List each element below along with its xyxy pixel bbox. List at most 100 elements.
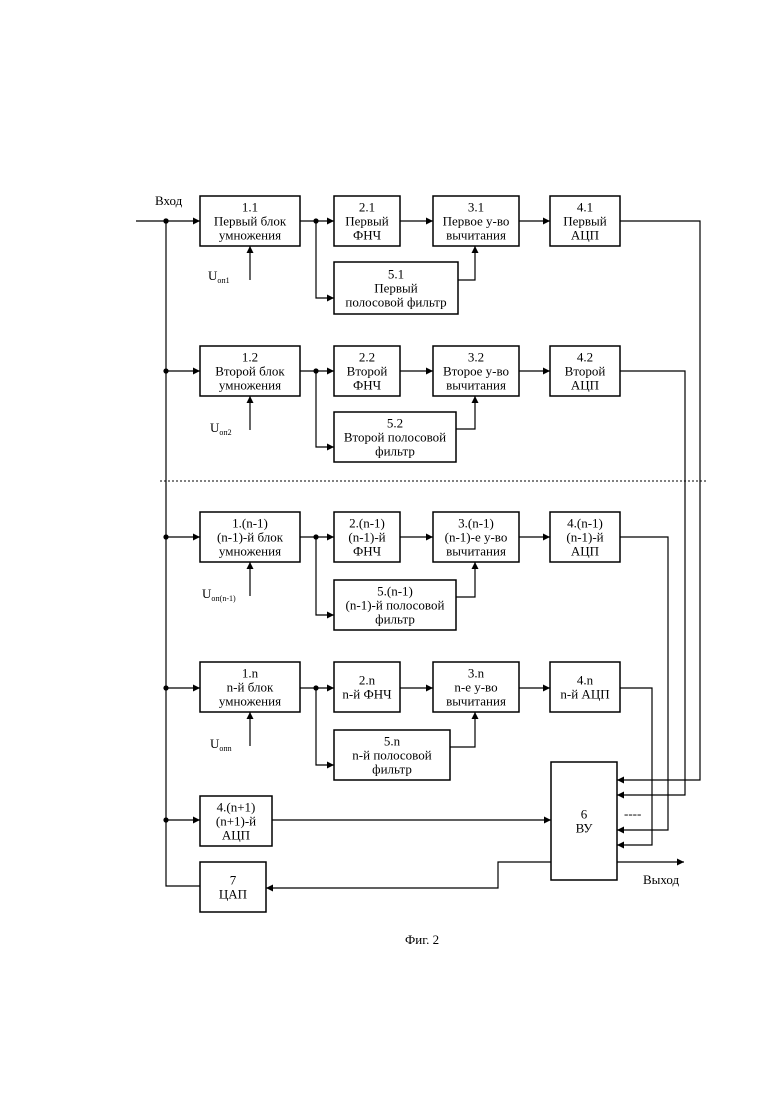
band-pass-filter-block: 5.2Второй полосовойфильтр [334,412,456,462]
adc-block-line-2: Первый [563,214,607,229]
reference-voltage-subscript: оп(n-1) [211,594,236,603]
band-pass-filter-block-line-3: фильтр [372,762,412,777]
band-pass-filter-block-line-3: фильтр [375,444,415,459]
multiplier-block-line-1: 1.1 [242,200,258,215]
input-bus [136,221,200,886]
reference-voltage-subscript: оп2 [219,428,231,437]
low-pass-filter-block-line-2: Второй [347,364,388,379]
reference-voltage-label: Uоп1 [208,268,230,285]
low-pass-filter-block: 2.2ВторойФНЧ [334,346,400,396]
low-pass-filter-block: 2.nn-й ФНЧ [334,662,400,712]
computing-unit-block-line-2: ВУ [576,821,594,836]
multiplier-block-line-2: Второй блок [215,364,285,379]
band-pass-filter-block-line-2: (n-1)-й полосовой [346,598,445,613]
output-label: Выход [643,872,680,887]
subtractor-block-line-1: 3.2 [468,350,484,365]
adc-extra-block-line-2: (n+1)-й [216,814,256,829]
figure-caption: Фиг. 2 [405,932,439,947]
multiplier-block: 1.2Второй блокумножения [200,346,300,396]
dac-block: 7ЦАП [200,862,266,912]
low-pass-filter-block-line-1: 2.(n-1) [349,516,385,531]
subtractor-block-line-1: 3.(n-1) [458,516,494,531]
adc-extra-block-line-1: 4.(n+1) [217,800,256,815]
adc-block-line-1: 4.n [577,673,594,688]
junction-dot [163,368,168,373]
adcn1-to-vu [617,537,668,830]
subtractor-block-line-2: Вторoе у-во [443,364,509,379]
band-pass-filter-block-line-1: 5.(n-1) [377,584,413,599]
computing-unit-block: 6ВУ [551,762,617,880]
low-pass-filter-block-line-2: Первый [345,214,389,229]
adc1-to-vu [617,221,700,780]
multiplier-block: 1.nn-й блокумножения [200,662,300,712]
subtractor-block-line-3: вычитания [446,228,506,243]
adc-block-line-3: АЦП [571,378,599,393]
band-pass-filter-block: 5.(n-1)(n-1)-й полосовойфильтр [334,580,456,630]
multiplier-block-line-3: умножения [219,378,281,393]
multiplier-block-line-1: 1.2 [242,350,258,365]
adc-block-line-2: (n-1)-й [566,530,603,545]
band-pass-filter-block-line-3: фильтр [375,612,415,627]
multiplier-block-line-3: умножения [219,544,281,559]
reference-voltage-subscript: оп1 [217,276,229,285]
adc-block: 4.nn-й АЦП [550,662,620,712]
multiplier-block-line-3: умножения [219,694,281,709]
bus-dashes-label: ---- [624,806,641,821]
mult-to-bpf [316,371,334,447]
multiplier-block-line-1: 1.n [242,666,259,681]
bpf-to-subtractor [456,562,475,597]
band-pass-filter-block-line-2: Второй полосовой [344,430,446,445]
junction-dot [163,817,168,822]
multiplier-block-line-1: 1.(n-1) [232,516,268,531]
multiplier-block: 1.1Первый блокумножения [200,196,300,246]
adc-extra-block: 4.(n+1)(n+1)-йАЦП [200,796,272,846]
adc-block-line-2: n-й АЦП [560,687,609,702]
low-pass-filter-block-line-3: ФНЧ [353,378,382,393]
low-pass-filter-block: 2.(n-1)(n-1)-йФНЧ [334,512,400,562]
low-pass-filter-block-line-3: ФНЧ [353,544,382,559]
subtractor-block-line-3: вычитания [446,378,506,393]
adc-block-line-1: 4.2 [577,350,593,365]
band-pass-filter-block-line-1: 5.n [384,734,401,749]
reference-voltage-label: Uоп2 [210,420,232,437]
subtractor-block: 3.1Первое у-вовычитания [433,196,519,246]
reference-voltage-label: Uопn [210,736,232,753]
subtractor-block-line-2: Первое у-во [443,214,510,229]
subtractor-block-line-3: вычитания [446,694,506,709]
blocks: Uоп11.1Первый блокумножения2.1ПервыйФНЧ3… [200,196,620,912]
bpf-to-subtractor [458,246,475,280]
low-pass-filter-block-line-1: 2.2 [359,350,375,365]
mult-to-bpf [316,688,334,765]
low-pass-filter-block-line-1: 2.1 [359,200,375,215]
subtractor-block: 3.nn-е у-вовычитания [433,662,519,712]
adc-block-line-1: 4.(n-1) [567,516,603,531]
mult-to-bpf [316,537,334,615]
bpf-to-subtractor [456,396,475,429]
adc2-to-vu [617,371,685,795]
reference-voltage-subscript: опn [219,744,231,753]
band-pass-filter-block-line-1: 5.1 [388,267,404,282]
adc-block: 4.2ВторойАЦП [550,346,620,396]
bpf-to-subtractor [450,712,475,747]
band-pass-filter-block: 5.nn-й полосовойфильтр [334,730,450,780]
multiplier-block-line-2: (n-1)-й блок [217,530,284,545]
multiplier-block: 1.(n-1)(n-1)-й блокумножения [200,512,300,562]
dac-block-line-1: 7 [230,873,237,888]
adc-block-line-1: 4.1 [577,200,593,215]
junction-dot [163,685,168,690]
adc-block-line-3: АЦП [571,228,599,243]
band-pass-filter-block-line-3: полосовой фильтр [345,295,446,310]
mult-to-bpf [316,221,334,298]
band-pass-filter-block-line-1: 5.2 [387,416,403,431]
adc-block-line-3: АЦП [571,544,599,559]
subtractor-block-line-2: (n-1)-е у-во [445,530,508,545]
low-pass-filter-block: 2.1ПервыйФНЧ [334,196,400,246]
input-label: Вход [155,193,183,208]
multiplier-block-line-3: умножения [219,228,281,243]
adc-block: 4.1ПервыйАЦП [550,196,620,246]
low-pass-filter-block-line-2: n-й ФНЧ [342,687,392,702]
band-pass-filter-block-line-2: Первый [374,281,418,296]
low-pass-filter-block-line-3: ФНЧ [353,228,382,243]
adc-block-line-2: Второй [565,364,606,379]
